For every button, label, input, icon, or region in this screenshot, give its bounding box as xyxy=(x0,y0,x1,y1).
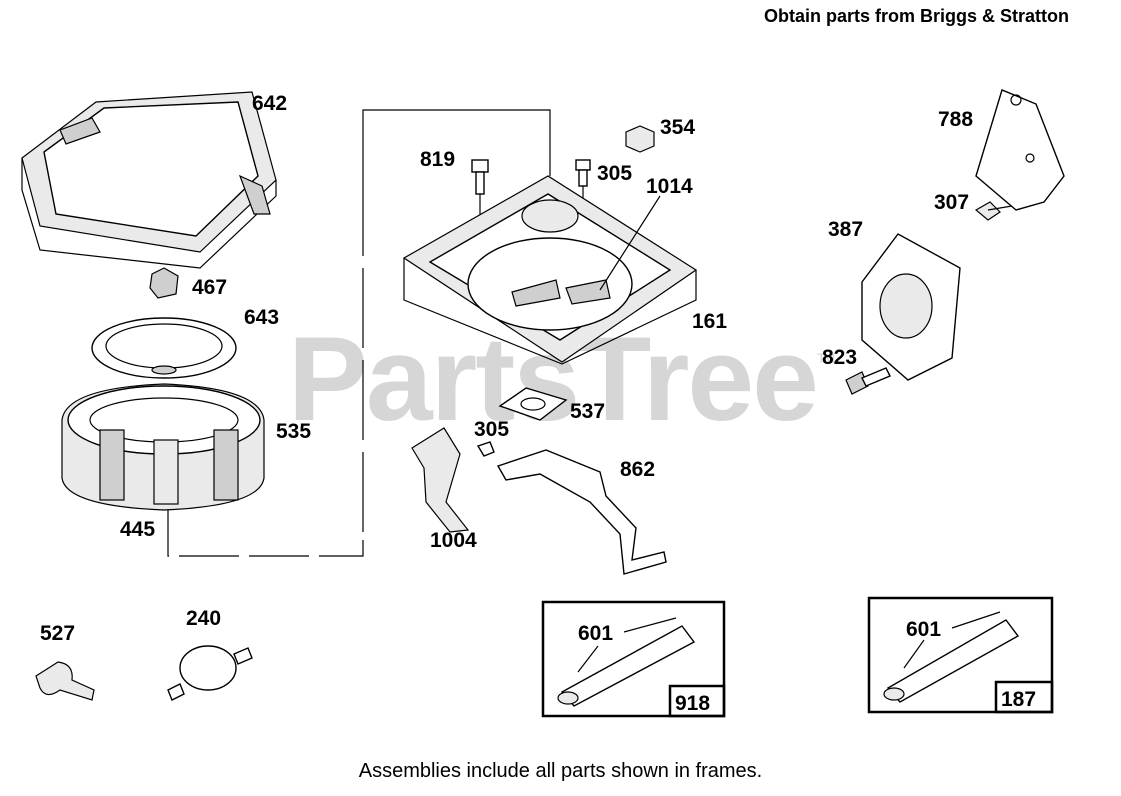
label-387: 387 xyxy=(828,218,863,241)
label-467: 467 xyxy=(192,276,227,299)
air-cleaner-frame-lines xyxy=(167,109,551,557)
label-1014: 1014 xyxy=(646,175,693,198)
label-823: 823 xyxy=(822,346,857,369)
air-cleaner-cover-part[interactable] xyxy=(21,91,277,269)
watermark: PartsTreeTM xyxy=(0,310,1121,448)
label-445: 445 xyxy=(120,518,155,541)
plate-788-part[interactable] xyxy=(975,89,1065,211)
header-title: Obtain parts from Briggs & Stratton xyxy=(763,6,1069,26)
label-601-frame-918: 601 xyxy=(578,622,613,645)
nut-354-part[interactable] xyxy=(625,125,655,153)
watermark-tm: TM xyxy=(816,350,835,366)
assembly-918-label: 918 xyxy=(675,692,710,715)
label-354: 354 xyxy=(660,116,695,139)
label-527: 527 xyxy=(40,622,75,645)
breather-tube-1004-part[interactable] xyxy=(411,427,470,533)
label-535: 535 xyxy=(276,420,311,443)
assembly-187-label: 187 xyxy=(1001,688,1036,711)
screw-823-part[interactable] xyxy=(845,367,891,395)
gasket-537-part[interactable] xyxy=(498,387,568,421)
label-788: 788 xyxy=(938,108,973,131)
label-307: 307 xyxy=(934,191,969,214)
label-642: 642 xyxy=(252,92,287,115)
label-537: 537 xyxy=(570,400,605,423)
label-240: 240 xyxy=(186,607,221,630)
filter-plate-part[interactable] xyxy=(91,317,237,379)
frame-918 xyxy=(541,600,726,718)
footer-note: Assemblies include all parts shown in fr… xyxy=(358,760,763,782)
label-1004: 1004 xyxy=(430,529,477,552)
screw-307-part[interactable] xyxy=(974,201,1013,221)
label-161: 161 xyxy=(692,310,727,333)
bracket-862-part[interactable] xyxy=(496,449,667,575)
frame-187 xyxy=(867,596,1054,714)
screw-305-lower-part[interactable] xyxy=(476,441,495,457)
label-819: 819 xyxy=(420,148,455,171)
label-601-frame-187: 601 xyxy=(906,618,941,641)
air-cleaner-base-part[interactable] xyxy=(402,175,698,365)
wing-nut-part[interactable] xyxy=(149,267,179,299)
label-862: 862 xyxy=(620,458,655,481)
label-643: 643 xyxy=(244,306,279,329)
spacer-387-part[interactable] xyxy=(861,233,961,381)
clamp-527-part[interactable] xyxy=(35,661,95,701)
fuel-filter-240-part[interactable] xyxy=(167,645,253,701)
label-305-upper: 305 xyxy=(597,162,632,185)
filter-element-part[interactable] xyxy=(61,383,265,511)
label-305-lower: 305 xyxy=(474,418,509,441)
